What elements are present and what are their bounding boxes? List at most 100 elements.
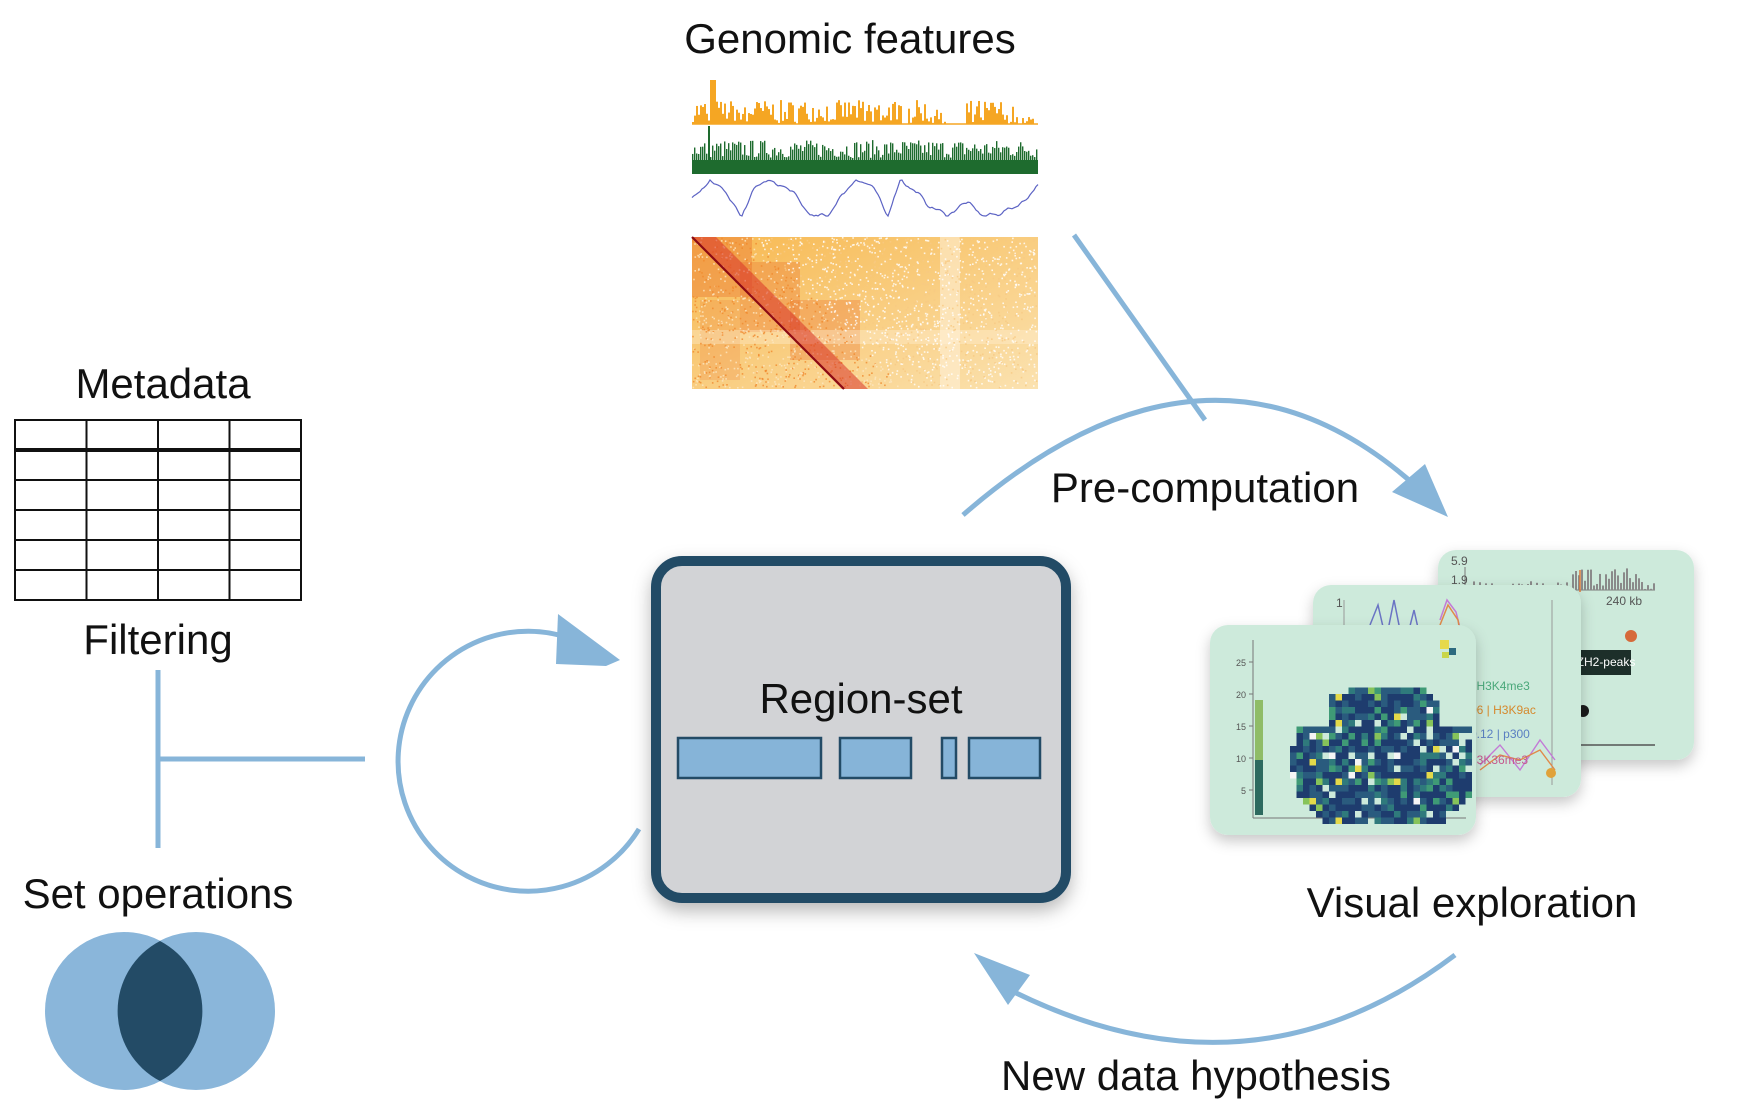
region-segment xyxy=(967,736,1042,780)
heatmap-cell xyxy=(1361,817,1368,824)
signal-bar xyxy=(970,151,972,160)
legend-p300: 0.12 | p300 xyxy=(1470,727,1530,741)
signal-bar xyxy=(972,148,974,160)
heatmap-cell xyxy=(1420,726,1427,733)
heatmap-cell xyxy=(1368,726,1375,733)
signal-bar xyxy=(988,152,990,160)
heatmap-cell xyxy=(1335,785,1342,792)
heatmap-cell xyxy=(1407,811,1414,818)
signal-bar xyxy=(922,152,924,160)
heatmap-cell xyxy=(1335,811,1342,818)
heatmap-cell xyxy=(1400,746,1407,753)
signal-bar xyxy=(834,155,836,160)
heatmap-cell xyxy=(1316,785,1323,792)
signal-bar xyxy=(928,142,930,160)
heatmap-cell xyxy=(1355,752,1362,759)
heatmap-cell xyxy=(1433,804,1440,811)
heatmap-cell xyxy=(1309,733,1316,740)
heatmap-cell xyxy=(1381,811,1388,818)
heatmap-cell xyxy=(1465,746,1472,753)
heatmap-cell xyxy=(1322,804,1329,811)
signal-bar xyxy=(942,143,944,160)
coverage-bar xyxy=(726,118,728,124)
heatmap-cell xyxy=(1452,778,1459,785)
heatmap-cell xyxy=(1387,733,1394,740)
coverage-bar xyxy=(932,122,934,124)
panel-bar xyxy=(1581,569,1583,590)
heatmap-cell xyxy=(1394,739,1401,746)
heatmap-cell xyxy=(1342,772,1349,779)
coverage-bar xyxy=(888,107,890,124)
heatmap-cell xyxy=(1335,739,1342,746)
front-y-tick: 25 xyxy=(1236,658,1246,668)
heatmap-cell xyxy=(1290,772,1297,779)
heatmap-cell xyxy=(1400,772,1407,779)
coverage-bar xyxy=(914,116,916,124)
precomputation-arrow xyxy=(961,233,1448,517)
signal-bar xyxy=(862,152,864,160)
heatmap-cell xyxy=(1413,700,1420,707)
coverage-bar xyxy=(930,117,932,124)
coverage-bar xyxy=(884,117,886,124)
signal-bar xyxy=(1036,149,1038,160)
heatmap-cell xyxy=(1381,746,1388,753)
heatmap-cell xyxy=(1335,804,1342,811)
heatmap-cell xyxy=(1361,700,1368,707)
legend-h3k4me3: | H3K4me3 xyxy=(1470,679,1530,693)
heatmap-cell xyxy=(1368,694,1375,701)
heatmap-cell xyxy=(1368,791,1375,798)
panel-bar xyxy=(1608,578,1610,590)
heatmap-cell xyxy=(1335,746,1342,753)
heatmap-cell xyxy=(1426,817,1433,824)
coverage-bar xyxy=(692,121,694,124)
signal-bar xyxy=(860,144,862,160)
signal-bar xyxy=(738,141,740,160)
heatmap-cell xyxy=(1394,687,1401,694)
coverage-bar xyxy=(838,100,840,124)
coverage-bar xyxy=(968,112,970,124)
heatmap-cell xyxy=(1322,791,1329,798)
heatmap-cell xyxy=(1452,733,1459,740)
heatmap-cell xyxy=(1446,765,1453,772)
heatmap-cell xyxy=(1387,804,1394,811)
signal-bar xyxy=(904,142,906,160)
heatmap-cell xyxy=(1394,713,1401,720)
coverage-bar xyxy=(830,119,832,124)
coverage-bar xyxy=(712,80,714,124)
signal-bar xyxy=(914,143,916,160)
coverage-bar xyxy=(802,106,804,124)
coverage-bar xyxy=(848,102,850,124)
coverage-bar xyxy=(856,117,858,124)
coverage-bar xyxy=(928,121,930,124)
signal-bar xyxy=(886,144,888,160)
heatmap-cell xyxy=(1407,778,1414,785)
coverage-bar xyxy=(806,113,808,124)
signal-bar xyxy=(818,154,820,160)
heatmap-cell xyxy=(1329,772,1336,779)
heatmap-cell xyxy=(1459,772,1466,779)
signal-bar xyxy=(710,157,712,160)
heatmap-cell xyxy=(1348,707,1355,714)
heatmap-cell xyxy=(1400,752,1407,759)
heatmap-cell xyxy=(1348,713,1355,720)
mid-axis-top: 1 xyxy=(1336,596,1343,610)
coverage-bar xyxy=(978,100,980,124)
signal-bar xyxy=(760,141,762,160)
heatmap-cell xyxy=(1413,694,1420,701)
coverage-bar xyxy=(994,106,996,124)
coverage-bar xyxy=(996,113,998,124)
heatmap-cell xyxy=(1361,720,1368,727)
heatmap-cell xyxy=(1439,733,1446,740)
heatmap-cell xyxy=(1394,752,1401,759)
heatmap-cell xyxy=(1355,817,1362,824)
signal-bar xyxy=(826,150,828,160)
signal-bar xyxy=(730,150,732,160)
signal-bar xyxy=(1008,147,1010,160)
signal-bar xyxy=(980,149,982,160)
signal-bar xyxy=(816,143,818,160)
signal-bar xyxy=(706,153,708,160)
heatmap-cell xyxy=(1426,798,1433,805)
coverage-bar xyxy=(804,102,806,124)
signal-bar xyxy=(962,143,964,160)
